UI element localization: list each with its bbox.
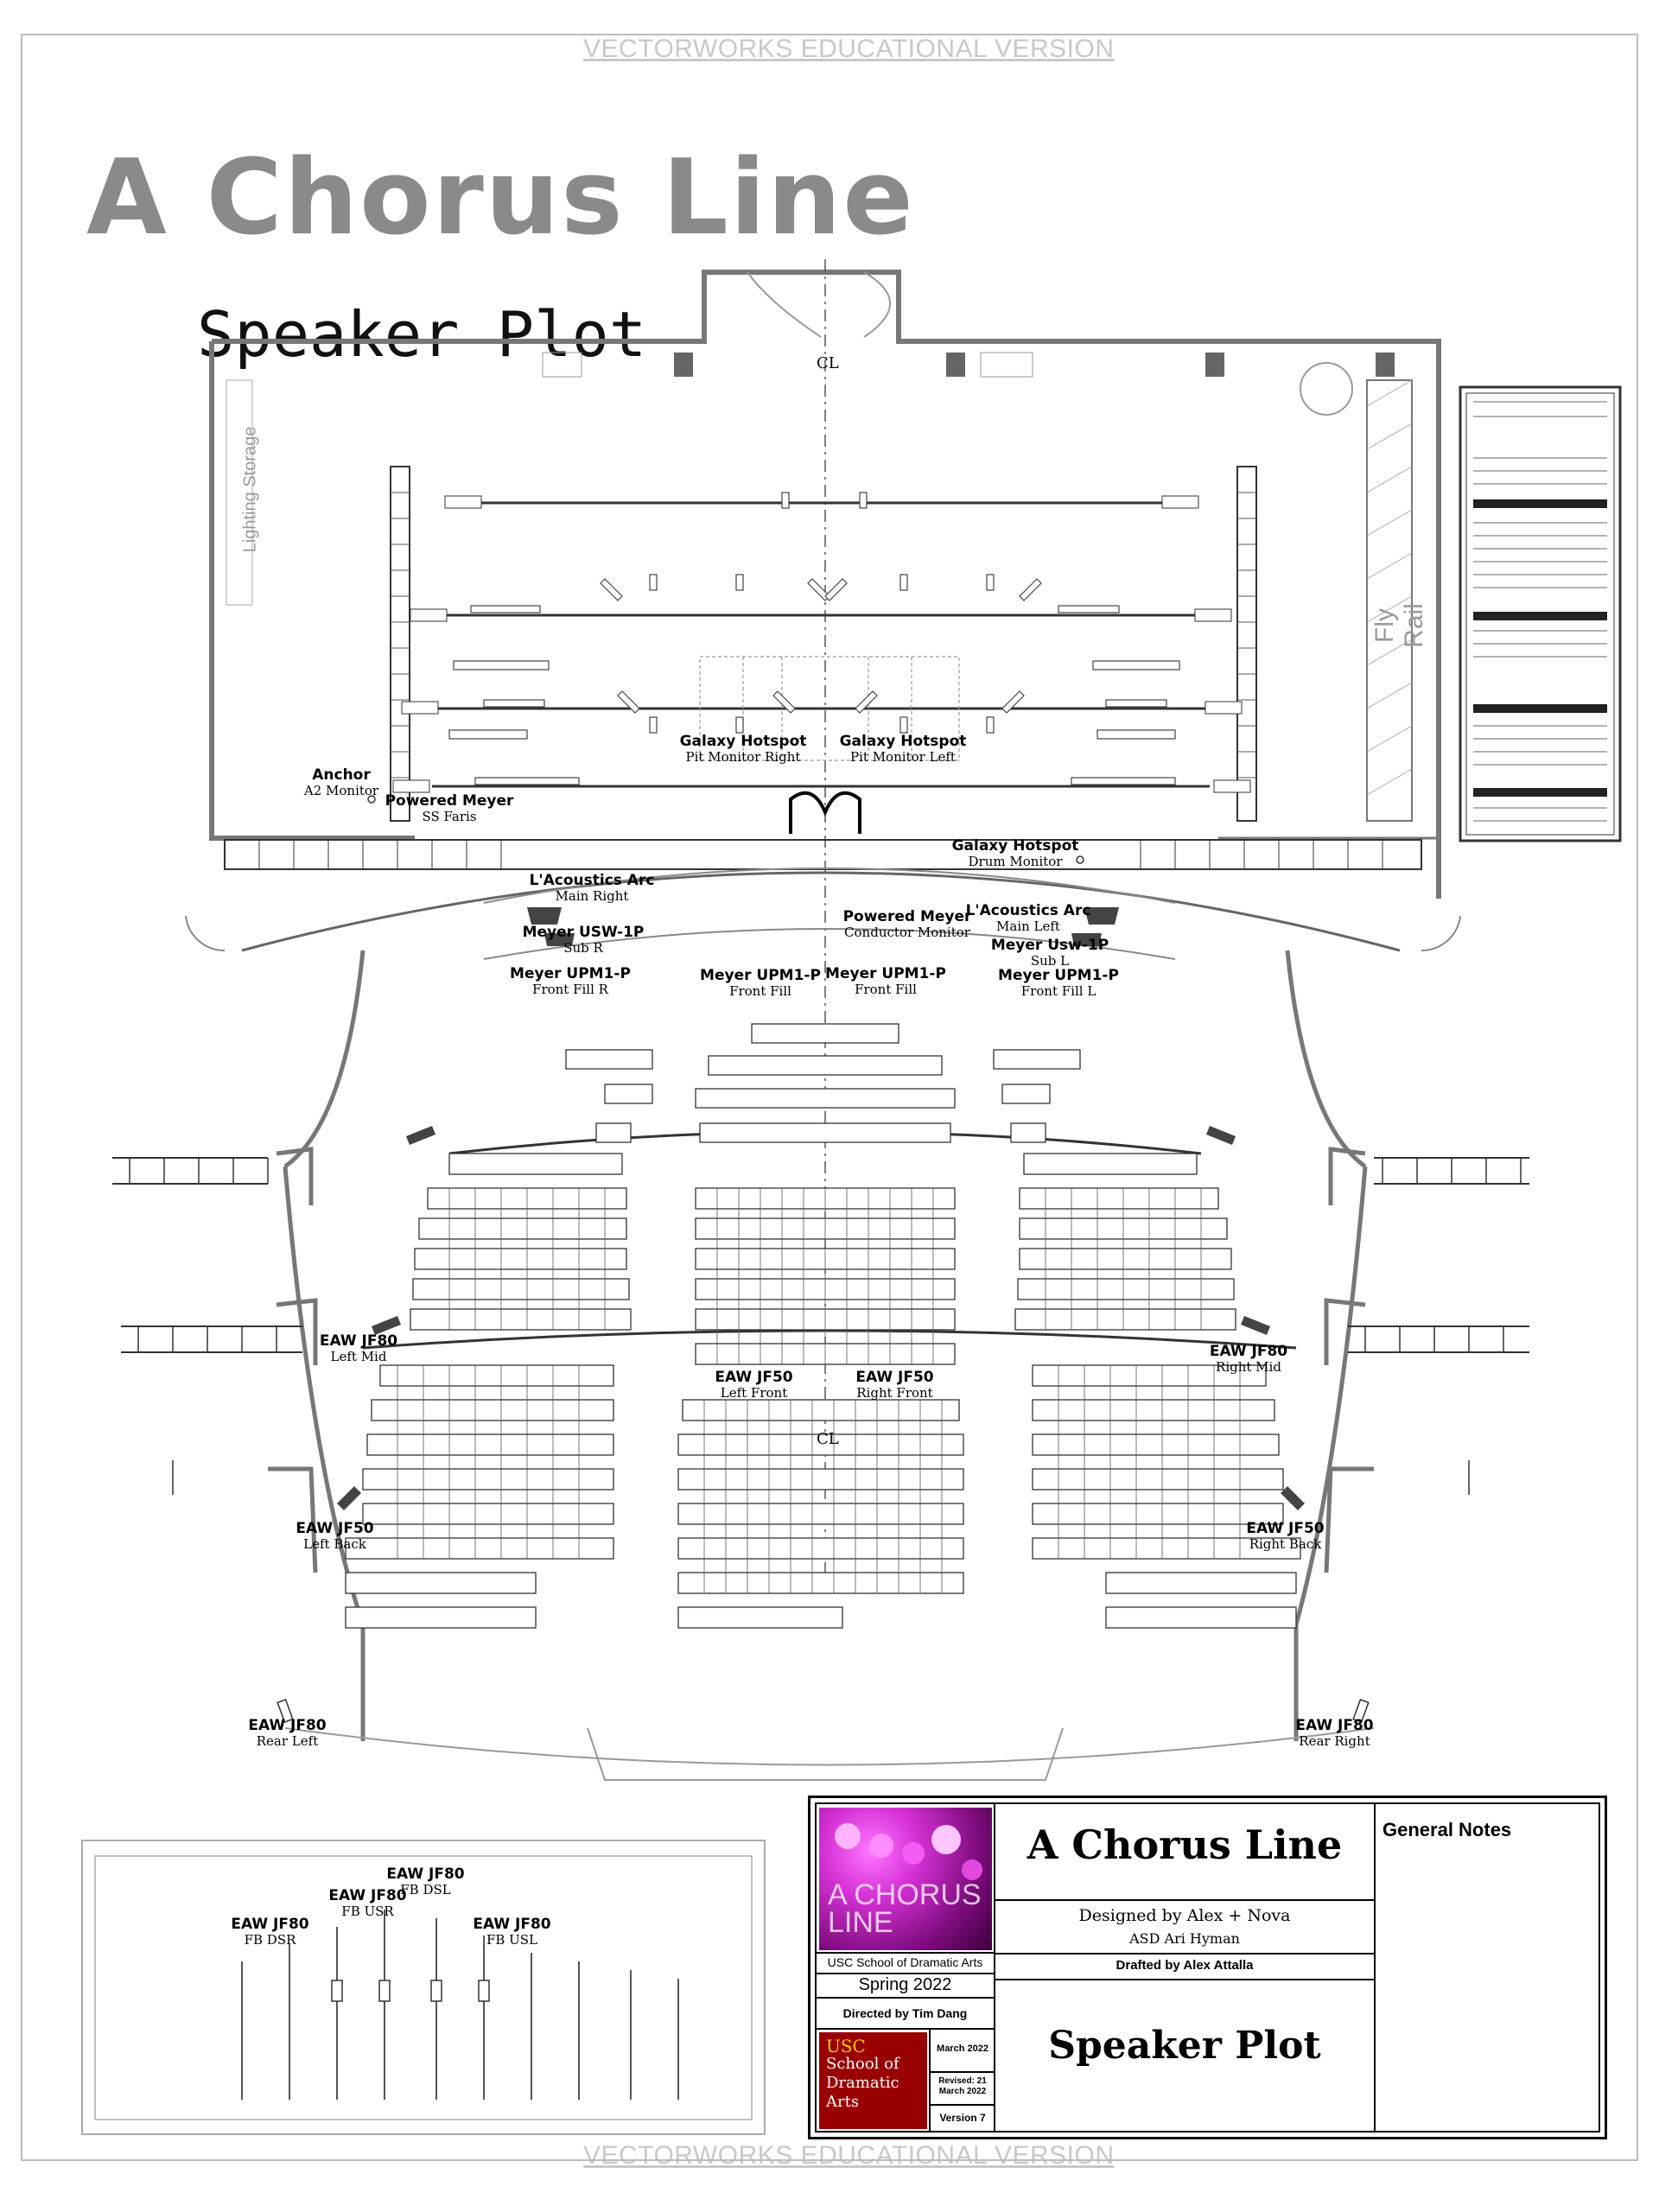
school-name: USC School of Dramatic Arts [827,1955,983,1969]
watermark-top: VECTORWORKS EDUCATIONAL VERSION [583,35,1115,63]
tb-show-title: A Chorus Line [1027,1821,1343,1868]
designed-by: Designed by Alex + Nova [1078,1906,1291,1925]
general-notes-panel [1374,1802,1600,2133]
usc-logo: USC School of Dramatic Arts [819,2032,927,2129]
version-cell [929,2104,995,2133]
title-block [808,1796,1607,2139]
version: Version 7 [939,2112,986,2124]
centerline-label-top: CL [817,354,839,372]
usc-logo-line3: Arts [826,2093,860,2111]
director-cell [815,1997,995,2030]
poster-text: A CHORUS LINE [828,1878,982,1939]
asd: ASD Ari Hyman [1129,1930,1240,1947]
usc-logo-line1: School of [826,2055,899,2073]
revised: Revised: 21 March 2022 [938,2076,987,2096]
centerline-label-house: CL [817,1430,839,1448]
plot-title: Speaker Plot [197,298,647,371]
usc-logo-line2: Dramatic [826,2074,899,2092]
usc-logo-usc: USC [826,2036,866,2056]
lighting-storage-label: Lighting Storage [240,426,260,553]
director: Directed by Tim Dang [842,2006,968,2020]
tb-sheet-title: Speaker Plot [1048,2024,1321,2068]
term: Spring 2022 [858,1975,952,1994]
watermark-bottom: VECTORWORKS EDUCATIONAL VERSION [583,2141,1115,2170]
date: March 2022 [937,2044,988,2054]
general-notes-label: General Notes [1382,1819,1512,1840]
fly-rail-label: Fly Rail [1370,603,1428,648]
poster-image: A CHORUS LINE [819,1808,992,1950]
show-title: A Chorus Line [86,138,915,258]
drafted-by: Drafted by Alex Attalla [1116,1958,1254,1973]
